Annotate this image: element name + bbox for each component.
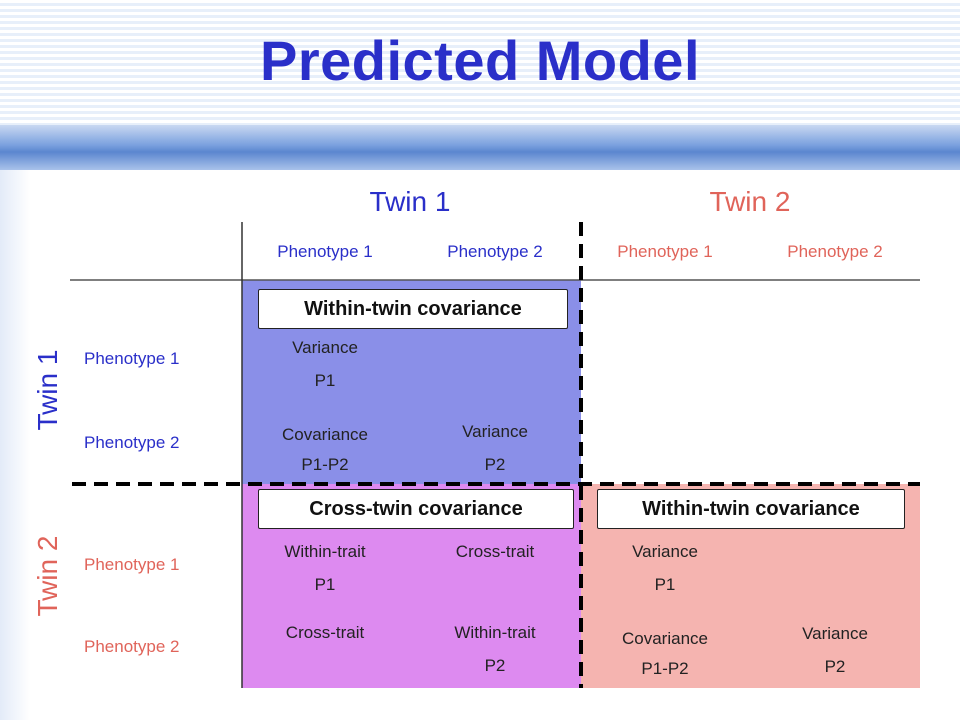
column-header-twin2-phenotype2: Phenotype 2 [787, 242, 883, 261]
cross-twin-covariance-label: Cross-twin covariance [258, 489, 574, 529]
column-header-twin1-phenotype1: Phenotype 1 [277, 242, 373, 261]
cell-cross-trait-upper: Cross-trait [410, 535, 580, 568]
within-twin-covariance-label-bottom: Within-twin covariance [597, 489, 905, 529]
cell-line: P1-P2 [641, 659, 689, 678]
cell-line: Within-trait [284, 542, 366, 561]
within-twin-covariance-label-top: Within-twin covariance [258, 289, 568, 329]
slide-background-top [0, 0, 960, 125]
side-header-twin1: Twin 1 [32, 349, 63, 431]
cell-line: P1 [314, 575, 336, 594]
cell-within-trait-p2: Within-trait P2 [410, 616, 580, 682]
cell-line: Covariance [622, 629, 708, 648]
slide-title: Predicted Model [259, 29, 701, 92]
cell-covariance-p1p2-twin2: Covariance P1-P2 [580, 624, 750, 684]
top-header-twin2: Twin 2 [709, 186, 791, 217]
cell-line: P2 [824, 657, 846, 676]
side-header-twin2: Twin 2 [32, 535, 63, 617]
cell-cross-trait-lower: Cross-trait [240, 616, 410, 649]
row-header-twin1-phenotype1: Phenotype 1 [84, 349, 180, 368]
cell-within-trait-p1: Within-trait P1 [240, 535, 410, 601]
cell-line: Variance [632, 542, 698, 561]
cell-line: P2 [484, 656, 506, 675]
cell-line: Covariance [282, 425, 368, 444]
slide-background-left [0, 170, 30, 720]
slide-header-band [0, 125, 960, 170]
cell-line: P1-P2 [301, 455, 349, 474]
row-header-twin2-phenotype1: Phenotype 1 [84, 555, 180, 574]
cell-variance-p2-twin2: Variance P2 [750, 617, 920, 683]
cell-line: Cross-trait [455, 542, 535, 561]
cell-line: P1 [314, 371, 336, 390]
column-header-twin2-phenotype1: Phenotype 1 [617, 242, 713, 261]
cell-line: P1 [654, 575, 676, 594]
column-header-twin1-phenotype2: Phenotype 2 [447, 242, 543, 261]
cell-covariance-p1p2-twin1: Covariance P1-P2 [240, 420, 410, 480]
cell-variance-p2-twin1: Variance P2 [410, 415, 580, 481]
cell-line: Within-trait [454, 623, 536, 642]
cell-line: Variance [292, 338, 358, 357]
cell-variance-p1-twin2: Variance P1 [580, 535, 750, 601]
row-header-twin1-phenotype2: Phenotype 2 [84, 433, 180, 452]
cell-line: P2 [484, 455, 506, 474]
row-header-twin2-phenotype2: Phenotype 2 [84, 637, 180, 656]
cell-line: Variance [802, 624, 868, 643]
top-header-twin1: Twin 1 [369, 186, 451, 217]
cell-variance-p1-twin1: Variance P1 [240, 331, 410, 397]
cell-line: Variance [462, 422, 528, 441]
cell-line: Cross-trait [285, 623, 365, 642]
